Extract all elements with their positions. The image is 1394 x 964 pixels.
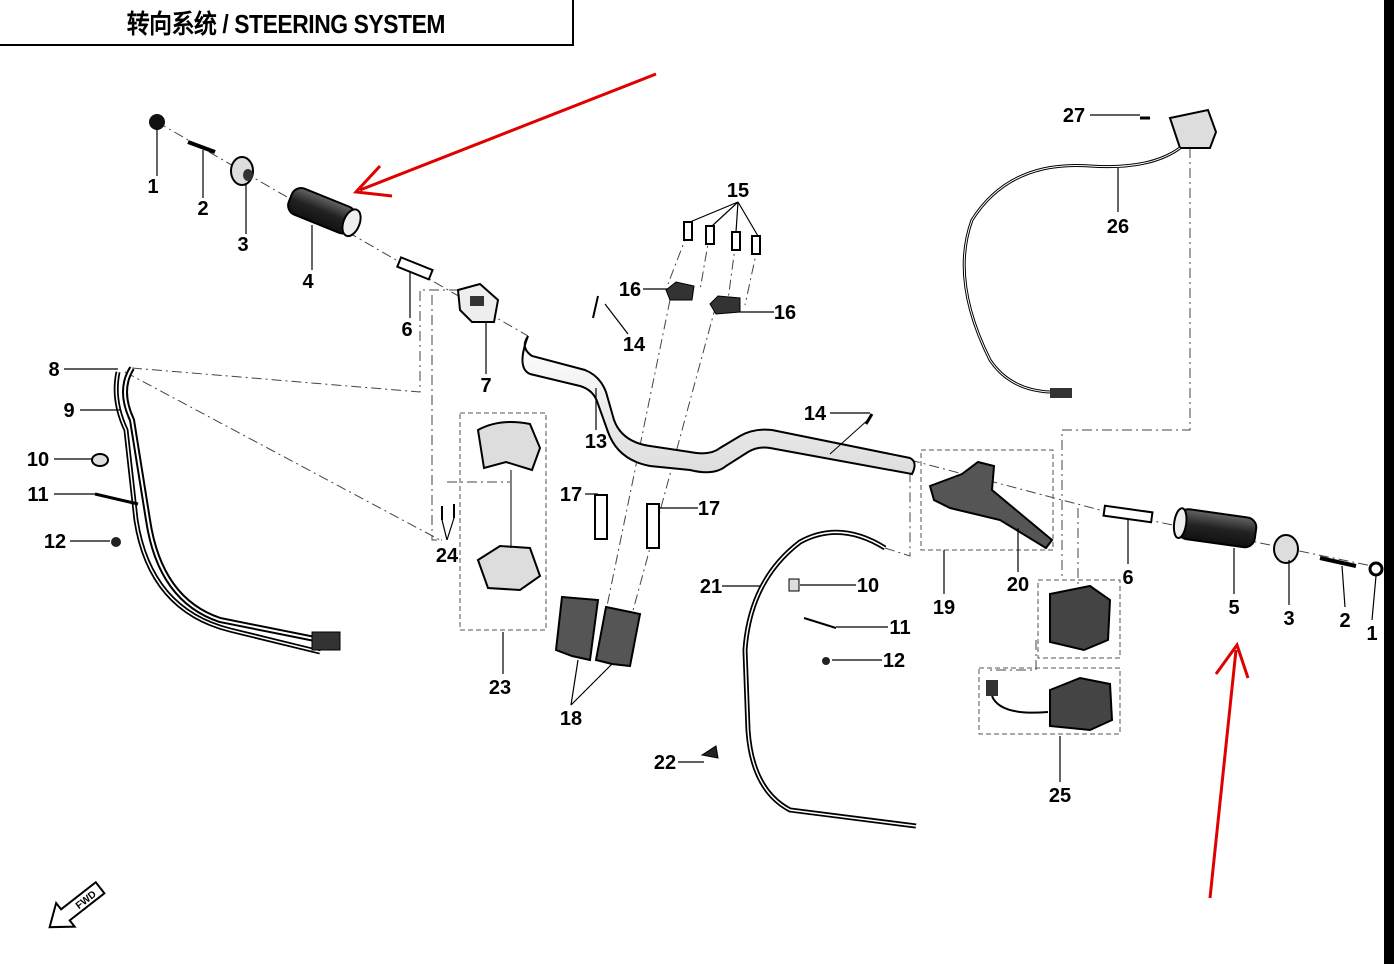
callout-label: 3 [1283,608,1294,630]
callout-label: 19 [933,597,955,619]
callout-label: 20 [1007,574,1029,596]
highlight-arrow-right-head [1214,641,1250,679]
callout-label: 15 [727,180,749,202]
handlebar-drawing [521,335,916,476]
leader-line-c18 [570,663,613,706]
callout-label: 27 [1063,105,1085,127]
callout-label: 11 [27,484,48,506]
leader-line-c15 [735,201,739,233]
callout-label: 4 [302,271,314,293]
red-highlight-arrows [352,72,1250,899]
callout-label: 6 [1122,567,1133,589]
leader-line-c24 [446,517,455,541]
highlight-arrow-right [1208,649,1238,899]
callout-label: 17 [698,498,720,520]
callout-label: 24 [436,545,459,567]
leader-lines [54,114,1377,782]
callout-label: 22 [654,752,676,774]
leader-line-c2b [1341,565,1346,608]
group-boxes [459,412,1121,735]
leader-line-c15 [689,201,739,223]
callout-label: 3 [237,234,248,256]
center-parts [554,221,917,829]
leader-line-c15 [711,201,739,227]
callout-label: 8 [48,359,59,381]
highlight-arrow-left-head [352,164,393,198]
callout-label: 5 [1228,597,1239,619]
right-parts [928,108,1384,732]
callout-label: 26 [1107,216,1129,238]
title-box: 转向系统 / STEERING SYSTEM [0,0,574,46]
fwd-direction-arrow: FWD [48,880,106,929]
highlight-arrow-left [359,72,657,192]
callout-label: 2 [1339,610,1350,632]
callout-label: 16 [774,302,796,324]
page-title: 转向系统 / STEERING SYSTEM [126,8,446,39]
callout-label: 16 [619,279,641,301]
callout-label: 1 [147,176,158,198]
callout-label: 10 [857,575,879,597]
callout-label: 1 [1366,623,1377,645]
callout-label: 7 [480,375,491,397]
callout-label: 10 [27,449,49,471]
callout-label: 14 [804,403,827,425]
callout-label: 17 [560,484,582,506]
leader-line-c15 [737,201,759,237]
callout-label: 23 [489,677,511,699]
callout-label: 6 [401,319,412,341]
leader-line-c24 [441,519,448,541]
callout-label: 9 [63,400,74,422]
leader-line-c1b [1371,575,1377,621]
callout-label: 21 [700,576,722,598]
callout-label: 11 [889,617,910,639]
callout-label: 25 [1049,785,1071,807]
left-parts [91,114,542,655]
callout-label: 12 [883,650,905,672]
leader-line-c18 [570,659,579,706]
callout-label: 2 [197,198,208,220]
callout-label: 14 [623,334,646,356]
callout-label: 18 [560,708,582,730]
leader-line-c14a [604,303,629,335]
right-border [1384,0,1394,964]
callout-label: 13 [585,431,607,453]
callout-label: 12 [44,531,66,553]
